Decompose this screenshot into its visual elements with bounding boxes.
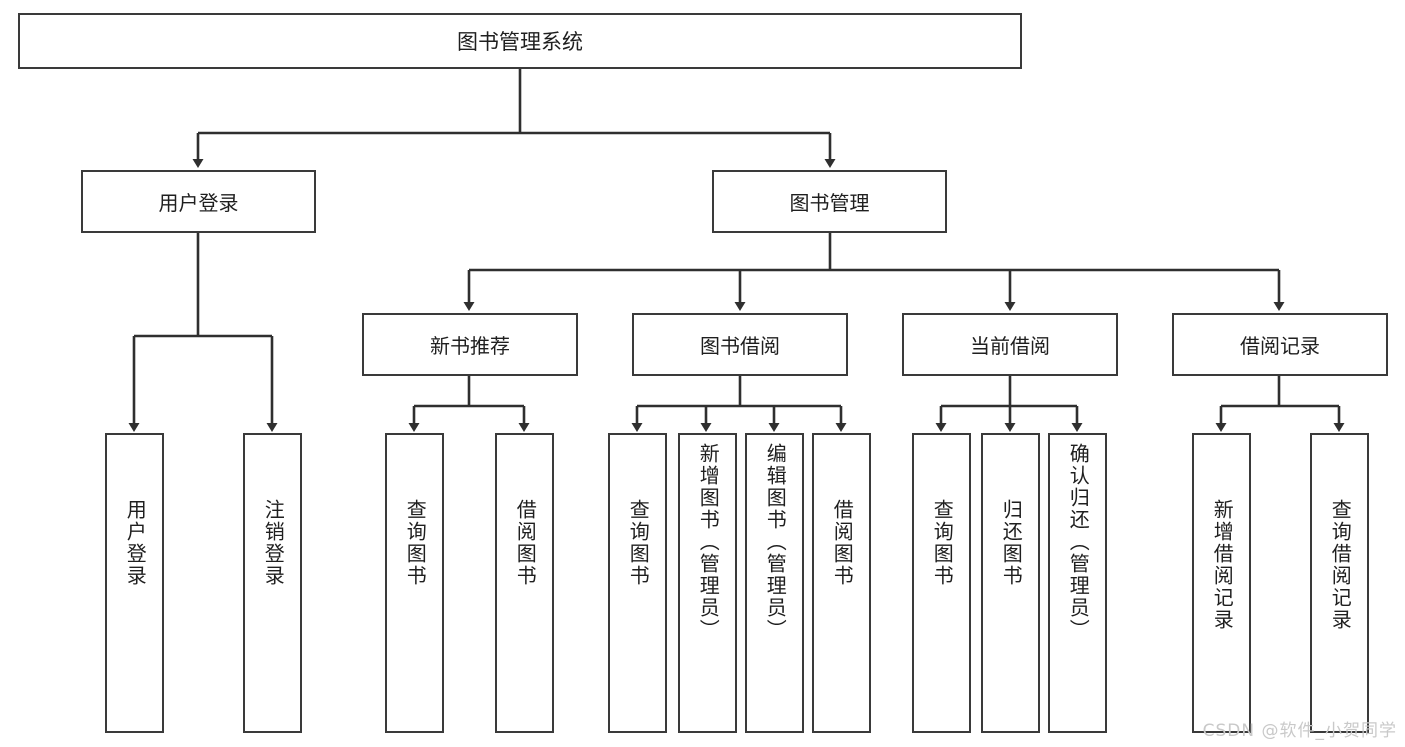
leaf-query-record[interactable]: 查询借阅记录 bbox=[1310, 433, 1369, 733]
leaf-label: 借阅图书 bbox=[830, 499, 855, 587]
leaf-query-book-2[interactable]: 查询图书 bbox=[608, 433, 667, 733]
leaf-query-book-1[interactable]: 查询图书 bbox=[385, 433, 444, 733]
leaf-label: 查询借阅记录 bbox=[1328, 499, 1353, 631]
node-user-login[interactable]: 用户登录 bbox=[81, 170, 316, 233]
leaf-label: 新增借阅记录 bbox=[1210, 499, 1235, 631]
leaf-confirm-return[interactable]: 确认归还（管理员） bbox=[1048, 433, 1107, 733]
leaf-add-record[interactable]: 新增借阅记录 bbox=[1192, 433, 1251, 733]
leaf-label: 借阅图书 bbox=[513, 499, 538, 587]
leaf-borrow-book-2[interactable]: 借阅图书 bbox=[812, 433, 871, 733]
leaf-label: 查询图书 bbox=[930, 499, 955, 587]
leaf-label: 确认归还（管理员） bbox=[1066, 443, 1091, 641]
leaf-user-login[interactable]: 用户登录 bbox=[105, 433, 164, 733]
node-current-borrow[interactable]: 当前借阅 bbox=[902, 313, 1118, 376]
node-root[interactable]: 图书管理系统 bbox=[18, 13, 1022, 69]
node-borrow-record[interactable]: 借阅记录 bbox=[1172, 313, 1388, 376]
leaf-query-book-3[interactable]: 查询图书 bbox=[912, 433, 971, 733]
watermark: CSDN @软件_小贺同学 bbox=[1202, 721, 1397, 741]
leaf-label: 新增图书（管理员） bbox=[696, 443, 721, 641]
leaf-edit-book[interactable]: 编辑图书（管理员） bbox=[745, 433, 804, 733]
leaf-label: 注销登录 bbox=[261, 499, 286, 587]
leaf-return-book[interactable]: 归还图书 bbox=[981, 433, 1040, 733]
leaf-logout-login[interactable]: 注销登录 bbox=[243, 433, 302, 733]
leaf-borrow-book-1[interactable]: 借阅图书 bbox=[495, 433, 554, 733]
leaf-label: 归还图书 bbox=[999, 499, 1024, 587]
leaf-label: 查询图书 bbox=[403, 499, 428, 587]
node-new-book-recommend[interactable]: 新书推荐 bbox=[362, 313, 578, 376]
node-book-manage[interactable]: 图书管理 bbox=[712, 170, 947, 233]
leaf-add-book[interactable]: 新增图书（管理员） bbox=[678, 433, 737, 733]
leaf-label: 用户登录 bbox=[123, 499, 148, 587]
leaf-label: 编辑图书（管理员） bbox=[763, 443, 788, 641]
leaf-label: 查询图书 bbox=[626, 499, 651, 587]
node-book-borrow[interactable]: 图书借阅 bbox=[632, 313, 848, 376]
